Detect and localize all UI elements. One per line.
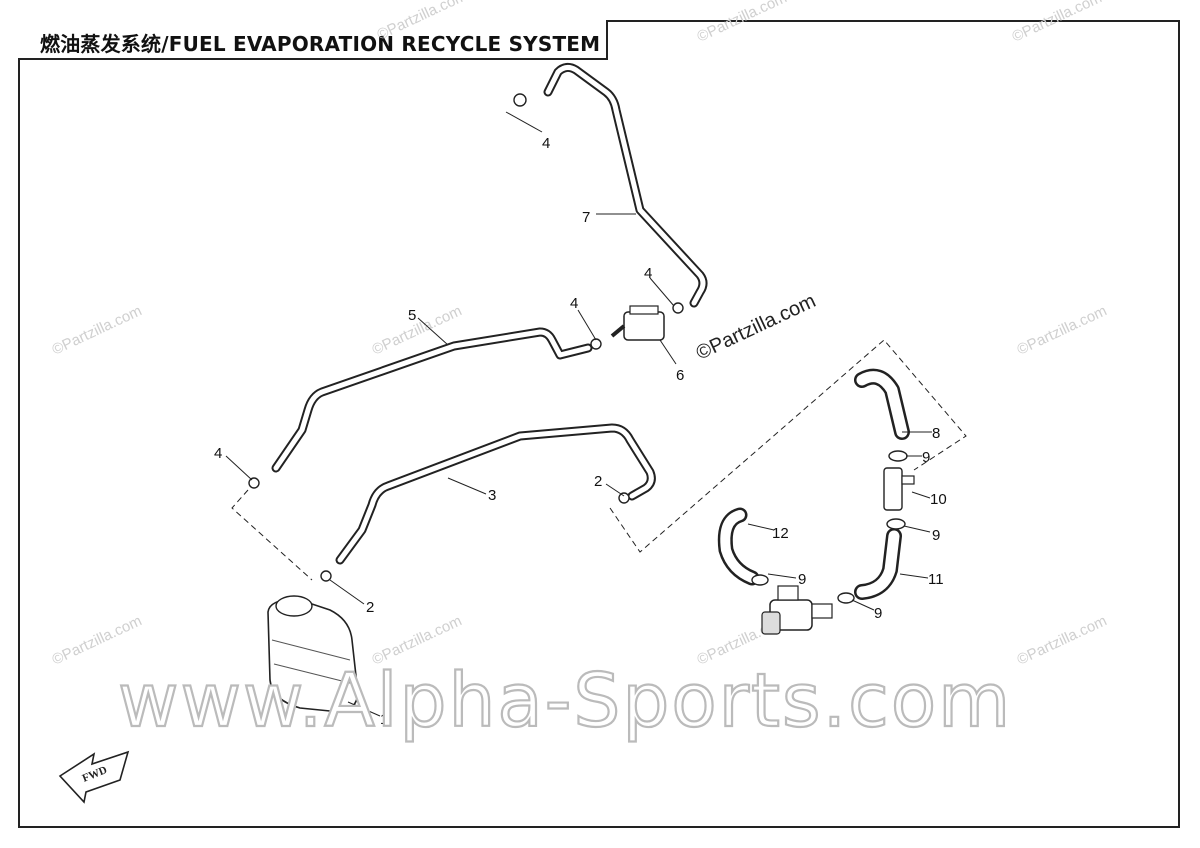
clamp-2-right [618,492,630,504]
clamp-9-b [886,518,906,530]
watermark-layer: ©Partzilla.com ©Partzilla.com ©Partzilla… [50,0,1110,669]
assembly-lines [231,339,967,581]
callout-4-mid: 4 [570,295,578,312]
clamp-4-right [672,302,684,314]
watermark-3: ©Partzilla.com [1010,0,1105,46]
callout-9-a: 9 [922,449,930,466]
callout-4-right: 4 [644,265,652,282]
watermark-10: ©Partzilla.com [1015,612,1110,668]
callout-9-d: 9 [874,605,882,622]
callout-2-right: 2 [594,473,602,490]
callout-4-left: 4 [214,445,222,462]
leader-lines [225,111,932,717]
clamps [248,93,908,604]
part-1-canister [267,595,359,713]
clamp-9-a [888,450,908,462]
part-6-valve [610,305,665,341]
callout-10: 10 [930,491,947,508]
callout-6: 6 [676,367,684,384]
callout-1: 1 [380,711,388,728]
part-12-hose [717,507,760,586]
watermark-center: ©Partzilla.com [693,290,819,365]
clamp-9-d [837,592,855,604]
watermark-6: ©Partzilla.com [1015,302,1110,358]
part-10-connector [883,467,915,511]
part-5-hose [271,327,593,473]
watermark-1: ©Partzilla.com [375,0,470,44]
clamp-4-top [513,93,527,107]
clamp-9-c [751,574,769,586]
callout-3: 3 [488,487,496,504]
callout-4-top: 4 [542,135,550,152]
callout-7: 7 [582,209,590,226]
diagram-title: 燃油蒸发系统/FUEL EVAPORATION RECYCLE SYSTEM [40,32,601,56]
fwd-arrow-icon: FWD [58,750,130,804]
title-box [18,20,608,60]
callout-9-b: 9 [932,527,940,544]
callout-9-c: 9 [798,571,806,588]
clamp-2-bottom [320,570,332,582]
clamp-4-left [248,477,260,489]
solenoid-valve [761,585,833,635]
watermark-alpha-sports: www.Alpha-Sports.com [118,658,1012,744]
callout-12: 12 [772,525,789,542]
part-3-hose [335,423,656,565]
watermark-4: ©Partzilla.com [50,302,145,358]
callout-2-bottom: 2 [366,599,374,616]
callouts: 4 7 4 4 5 6 4 3 2 2 1 8 9 10 9 11 12 9 9 [214,135,947,728]
part-11-hose [854,528,902,600]
part-8-hose [854,368,910,440]
part-7-hose [543,62,708,308]
watermark-2: ©Partzilla.com [695,0,790,46]
clamp-4-mid [590,338,602,350]
callout-8: 8 [932,425,940,442]
callout-5: 5 [408,307,416,324]
callout-11: 11 [928,571,944,588]
